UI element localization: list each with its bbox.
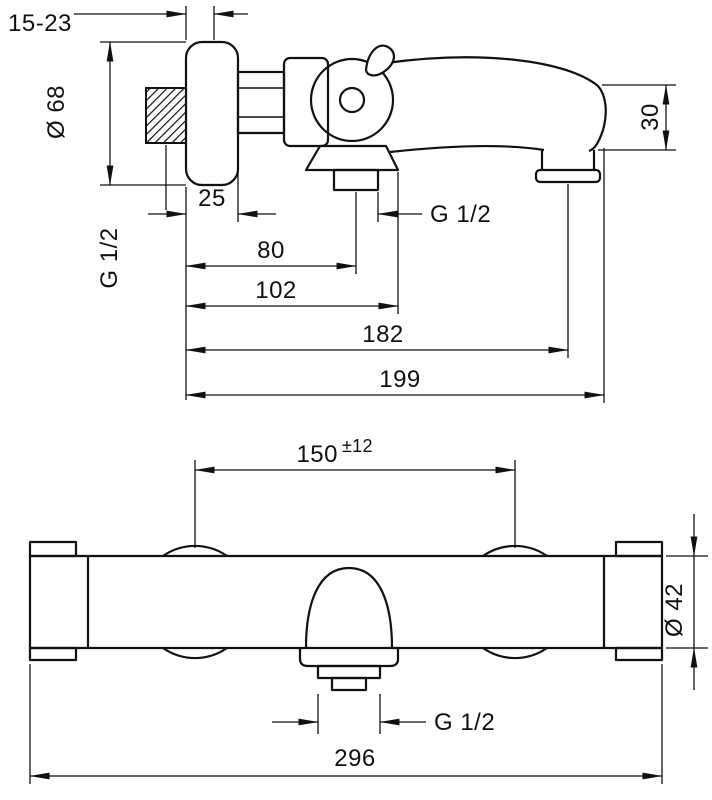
dim-182-label: 182 [362, 321, 404, 348]
valve-body [282, 56, 330, 148]
left-handle-tab [28, 540, 78, 558]
dim-outlet-thread-label: G 1/2 [434, 709, 495, 736]
shower-outlet [332, 168, 380, 192]
hex-nut [236, 70, 286, 135]
dim-spout-height-label: 30 [637, 103, 664, 131]
front-view-dimensions: 150 ±12 Ø 42 G 1/2 296 [29, 436, 708, 784]
front-view: 150 ±12 Ø 42 G 1/2 296 [28, 436, 708, 784]
dim-centers-label: 150 [296, 441, 338, 468]
dim-wall-depth-label: 15-23 [8, 10, 72, 37]
right-handle-tab [614, 540, 664, 558]
dim-80-label: 80 [257, 237, 285, 264]
center-housing-shoulder [298, 648, 400, 668]
bottom-outlet-aerator [330, 676, 368, 692]
mixer-bar [28, 554, 664, 650]
top-view: 15-23 Ø 68 G 1/2 25 G 1/2 80 [8, 6, 676, 403]
right-handle-tab [614, 646, 664, 662]
side-profile [145, 40, 607, 192]
handle-hub [338, 86, 366, 114]
dim-199-label: 199 [379, 366, 421, 393]
wall-thread-nipple [145, 87, 187, 144]
dim-shower-outlet-thread-label: G 1/2 [430, 201, 491, 228]
top-view-dimensions: 15-23 Ø 68 G 1/2 25 G 1/2 80 [8, 6, 676, 403]
dim-escutcheon-diameter-label: Ø 68 [43, 85, 70, 139]
wall-union-right [482, 647, 548, 660]
center-housing-dome [304, 566, 394, 649]
escutcheon [184, 40, 240, 187]
dim-centers-tolerance-label: ±12 [342, 436, 373, 456]
wall-union-left [162, 647, 228, 660]
bottom-outlet [316, 664, 382, 680]
handle-lever [364, 44, 396, 77]
spout-outlet-rim [534, 168, 602, 184]
handle-knob [309, 57, 395, 143]
dim-102-label: 102 [255, 277, 297, 304]
spout-top-outline [385, 56, 607, 153]
front-profile [28, 540, 664, 692]
spout-bottom-outline [389, 144, 545, 154]
left-handle-tab [28, 646, 78, 662]
dim-25-label: 25 [198, 185, 226, 212]
dim-body-diameter-label: Ø 42 [661, 583, 688, 637]
dim-wall-thread-label: G 1/2 [96, 227, 123, 288]
dim-total-width-label: 296 [334, 745, 376, 772]
valve-underbody [304, 144, 400, 172]
